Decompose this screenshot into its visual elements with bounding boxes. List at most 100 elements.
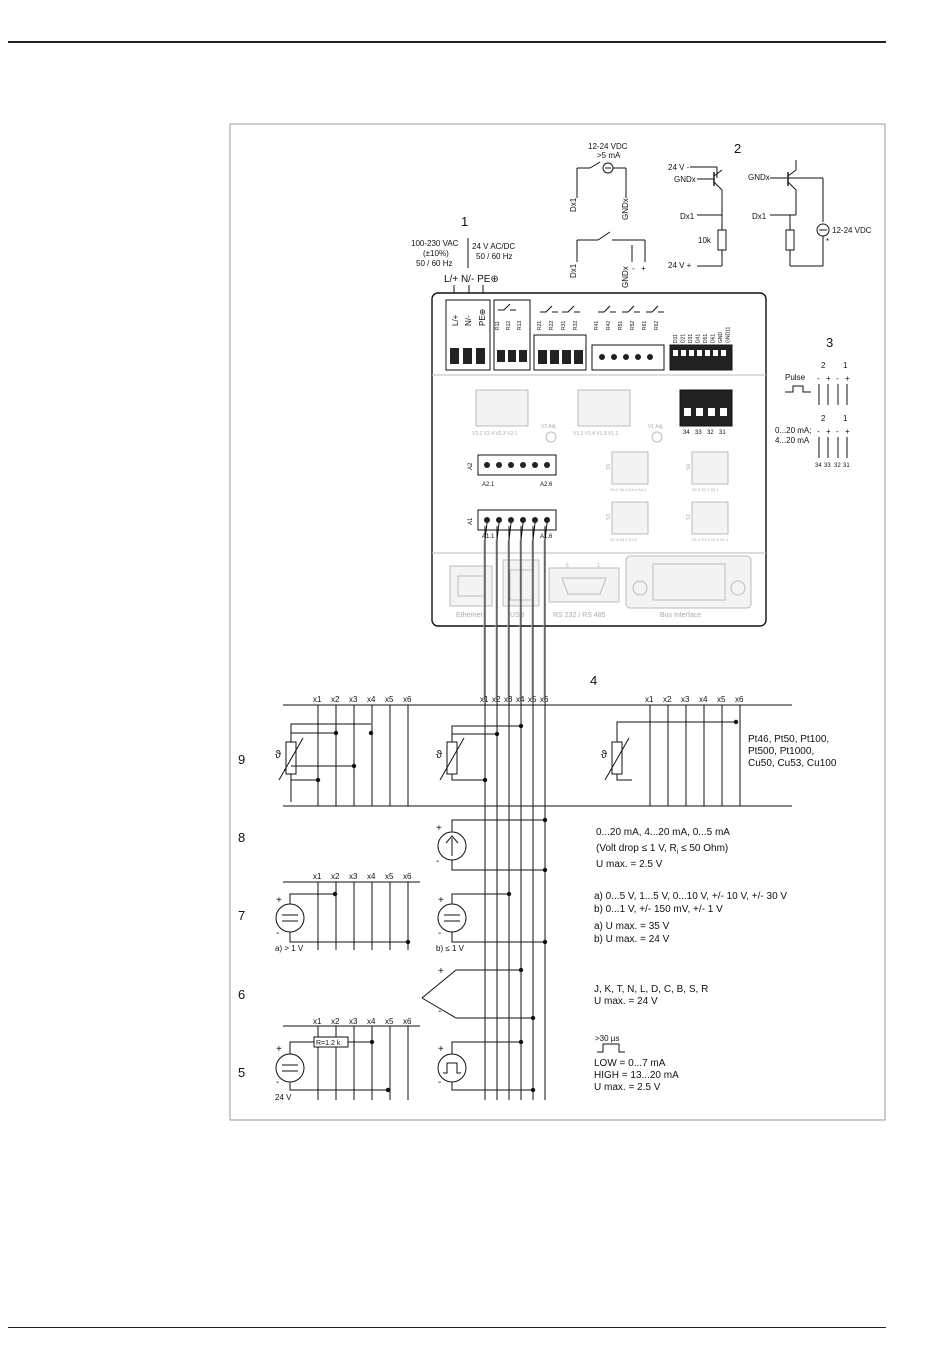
section-1-label: 1 <box>461 214 468 229</box>
term-33: 33 <box>695 430 702 436</box>
ch-l9-x4: x4 <box>367 695 376 704</box>
relay-label-r41: R41 <box>594 321 600 330</box>
a21-label: A2.1 <box>482 482 495 488</box>
v1adj-label: V1 Adj. <box>648 424 664 430</box>
a26-label: A2.6 <box>540 482 553 488</box>
relay-label-r52: R52 <box>630 321 636 330</box>
a1-wire-x1 <box>484 522 488 541</box>
rtd-types-1: Pt46, Pt50, Pt100, <box>748 734 829 745</box>
current-umax: U max. = 2.5 V <box>596 859 663 870</box>
digital-term-d11: D11 <box>673 334 679 343</box>
junction-dot-1 <box>333 730 339 736</box>
ch-r9-x6: x6 <box>735 695 744 704</box>
a1-wire-x3 <box>508 522 512 541</box>
junction-dot-6 <box>518 723 524 729</box>
junction-dot-15 <box>518 967 524 973</box>
asterisk: * <box>826 237 829 246</box>
pin5-label: 5 <box>566 563 569 569</box>
vs-b-plus: + <box>438 895 444 906</box>
term-n: N/- <box>464 315 473 326</box>
vdc-source-label: 12-24 VDC <box>832 226 872 235</box>
section-5-label: 5 <box>238 1065 245 1080</box>
a11-label: A1.1 <box>482 534 495 540</box>
voltage-umax-a: a) U max. = 35 V <box>594 921 670 932</box>
relay-label-r11: R11 <box>495 321 501 330</box>
digital-term-d31: D31 <box>688 334 694 343</box>
cs-plus: + <box>436 823 442 834</box>
term-pe: PE⊕ <box>478 309 487 326</box>
ch-l5-x5: x5 <box>385 1017 394 1026</box>
junction-dot-16 <box>530 1015 536 1021</box>
ch-l9-x6: x6 <box>403 695 412 704</box>
relay-label-r12: R12 <box>506 321 512 330</box>
rtd-right: ϑ <box>601 721 736 781</box>
a1-wire-x4 <box>520 522 524 541</box>
s3-sign-6: + <box>826 427 831 436</box>
pulse-width-label: >30 µs <box>595 1034 619 1043</box>
bus-label: Bus Interface <box>660 612 701 619</box>
s3-label: S3 <box>606 514 612 520</box>
pulse-source-a: + - R=1.2 k 24 V <box>275 1036 388 1102</box>
top-rule <box>8 41 886 43</box>
a2-label: A2 <box>468 462 474 470</box>
gndx-label-c: GNDx <box>674 175 696 184</box>
section-3-label: 3 <box>826 335 833 350</box>
digital-term-d21: D21 <box>681 334 687 343</box>
thermocouple: + - <box>421 966 533 1019</box>
section-3-diagram: 2 1 Pulse - + - + 2 1 0...20 mA; 4...20 … <box>775 361 850 469</box>
section-7-label: 7 <box>238 908 245 923</box>
current-volt-drop: (Volt drop ≤ 1 V, Ri ≤ 50 Ohm) <box>596 843 728 856</box>
s3-sign-7: - <box>836 427 839 436</box>
junction-dot-13 <box>506 891 512 897</box>
s3-n2a: 2 <box>821 361 826 370</box>
ma-label-1: 0...20 mA; <box>775 426 811 435</box>
a1-wire-x5 <box>532 522 536 541</box>
ps-24v-label: 24 V <box>275 1093 292 1102</box>
theta-2: ϑ <box>436 749 442 761</box>
dx1-label-c: Dx1 <box>680 212 695 221</box>
digital-term-d61: D61 <box>711 334 717 343</box>
rtd-types-3: Cu50, Cu53, Cu100 <box>748 758 837 769</box>
s3-n2b: 2 <box>821 414 826 423</box>
vs-b-minus: - <box>438 928 441 939</box>
junction-dot-10 <box>542 867 548 873</box>
s2-terms: S2.3 S2.2 S2.1 <box>692 487 720 492</box>
gndx-label-b: GNDx <box>621 266 630 288</box>
resistor-label: R=1.2 k <box>316 1040 341 1047</box>
v2-label: V2.2 V2.4 V2.3 V2.1 <box>472 431 518 437</box>
ac-label-3: 50 / 60 Hz <box>416 259 452 268</box>
tc-umax: U max. = 24 V <box>594 996 658 1007</box>
a1-wire-x6 <box>544 522 548 541</box>
voltage-ranges-b: b) 0...1 V, +/- 150 mV, +/- 1 V <box>594 904 723 915</box>
s3-sign-3: - <box>836 374 839 383</box>
ch-l5-x2: x2 <box>331 1017 340 1026</box>
digital-transistor-circuit: 24 V - GNDx Dx1 10k 24 V + GNDx Dx1 <box>668 160 872 270</box>
ch-l7-x5: x5 <box>385 872 394 881</box>
ch-l9-x5: x5 <box>385 695 394 704</box>
dc-label-2: 50 / 60 Hz <box>476 252 512 261</box>
current-source: + - <box>436 819 545 871</box>
relay-label-r51: R51 <box>618 321 624 330</box>
term-31: 31 <box>719 430 726 436</box>
s3-n1b: 1 <box>843 414 848 423</box>
s3-t32: 32 <box>834 463 841 469</box>
vs-a-label: a) > 1 V <box>275 944 304 953</box>
dx1-label-d: Dx1 <box>752 212 767 221</box>
relay-label-r61: R61 <box>642 321 648 330</box>
voltage-umax-b: b) U max. = 24 V <box>594 934 670 945</box>
digital-term-gnd11: GND11 <box>726 326 732 343</box>
relay-label-r31: R31 <box>561 321 567 330</box>
ethernet-label: Ethernet <box>456 612 483 619</box>
junction-dot-4 <box>315 777 321 783</box>
voltage-source-a: + - a) > 1 V <box>275 893 408 953</box>
digital-term-d41: D41 <box>696 334 702 343</box>
pulse-label: Pulse <box>785 373 806 382</box>
junction-dot-18 <box>385 1087 391 1093</box>
section-2-label: 2 <box>734 141 741 156</box>
connection-dots <box>315 719 739 1093</box>
junction-dot-20 <box>530 1087 536 1093</box>
ch-l5-x3: x3 <box>349 1017 358 1026</box>
s1-terms: S1.4 S1.3 S1.2 S1.1 <box>692 537 729 542</box>
